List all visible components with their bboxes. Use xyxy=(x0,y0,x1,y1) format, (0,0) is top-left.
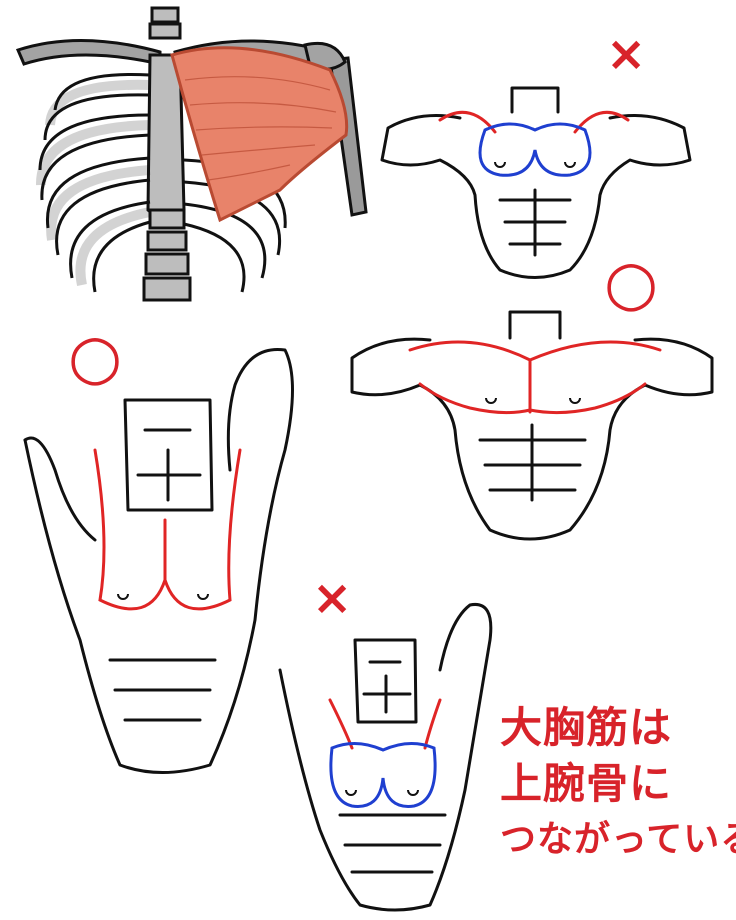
caption: 大胸筋は 上腕骨に つながっている xyxy=(500,700,736,868)
wrong-mark-top: × xyxy=(606,26,647,82)
wrong-mark-bottom: × xyxy=(312,570,353,626)
correct-mark-middle: ○ xyxy=(604,246,659,319)
caption-line-3: つながっている xyxy=(500,819,736,860)
correct-mark-left: ○ xyxy=(68,320,123,393)
caption-line-2: 上腕骨に xyxy=(500,759,673,808)
caption-line-1: 大胸筋は xyxy=(500,703,673,752)
